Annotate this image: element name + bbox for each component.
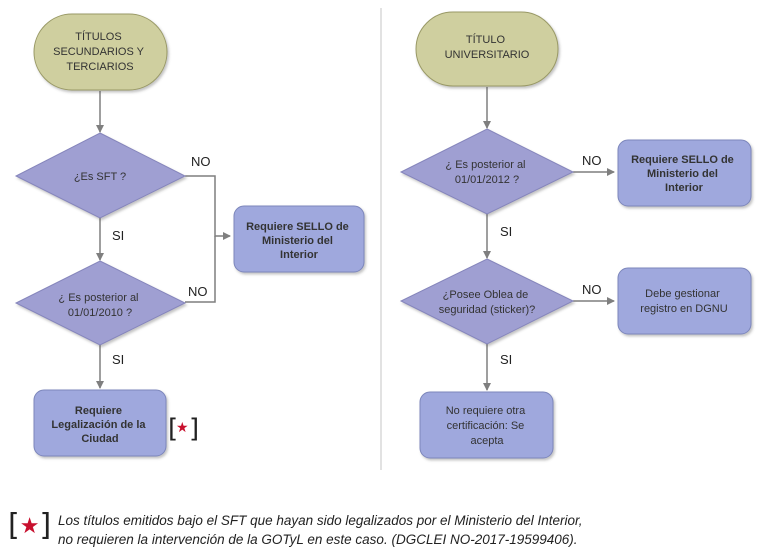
left-d1-no-label: NO: [191, 154, 211, 169]
right-result-accept-line2: certificación: Se: [447, 420, 525, 432]
star-icon: ★: [19, 514, 40, 539]
svg-text:¿Posee Oblea de seguridad: ¿Posee Oblea de seguridad (sticker)?: [439, 289, 536, 316]
svg-text:Debe gestionar registro en: Debe gestionar registro en DGNU: [640, 288, 727, 315]
right-result-dgnu-line2: registro en DGNU: [640, 303, 727, 315]
footnote-line2: no requieren la intervención de la GOTyL…: [58, 532, 578, 547]
left-result-city-line3: Ciudad: [81, 433, 118, 445]
right-result-accept: [419, 391, 554, 459]
left-decision-sft-text: ¿Es SFT ?: [74, 171, 126, 183]
footnote: [★] Los títulos emitidos bajo el SFT que…: [6, 505, 761, 553]
right-result-ministry: [617, 139, 752, 207]
left-result-ministry-line3: Interior: [280, 249, 319, 261]
footnote-line1: Los títulos emitidos bajo el SFT que hay…: [58, 513, 583, 528]
right-result-ministry-line1: Requiere SELLO de: [631, 154, 734, 166]
left-start-line3: TERCIARIOS: [66, 61, 133, 73]
right-result-ministry-line2: Ministerio del: [647, 168, 718, 180]
right-result-accept-line1: No requiere otra: [446, 405, 526, 417]
right-d1-no-label: NO: [582, 153, 602, 168]
footnote-text: Los títulos emitidos bajo el SFT que hay…: [58, 511, 758, 549]
right-decision-date-line1: ¿ Es posterior al: [445, 159, 525, 171]
right-decision-date: [399, 128, 575, 215]
right-decision-date-line2: 01/01/2012 ?: [455, 174, 519, 186]
right-result-dgnu-line1: Debe gestionar: [645, 288, 720, 300]
svg-text:¿ Es posterior al 01/01/20: ¿ Es posterior al 01/01/2012 ?: [445, 159, 528, 186]
right-d2-no-label: NO: [582, 282, 602, 297]
svg-text:¿Es SFT ?: ¿Es SFT ?: [74, 171, 126, 183]
right-decision-sticker-line1: ¿Posee Oblea de: [443, 289, 529, 301]
svg-text:No requiere otra certifica: No requiere otra certificación: Se acept…: [446, 405, 529, 447]
footnote-bracket-close: ]: [39, 508, 52, 543]
right-result-dgnu: [617, 267, 752, 335]
right-start-line2: UNIVERSITARIO: [445, 49, 530, 61]
left-decision-date: [14, 260, 187, 346]
left-result-ministry-line2: Ministerio del: [262, 235, 333, 247]
right-decision-sticker: [399, 258, 575, 345]
flowchart-canvas: TÍTULOS SECUNDARIOS Y TERCIARIOS ¿Es SFT…: [14, 8, 752, 470]
left-start-node: [33, 13, 168, 91]
svg-text:Requiere SELLO de Minister: Requiere SELLO de Ministerio del Interio…: [631, 154, 737, 194]
svg-text:Requiere Legalización de l: Requiere Legalización de la Ciudad: [51, 405, 148, 445]
footnote-bracket-open: [: [8, 508, 20, 543]
svg-text:Requiere SELLO de Minister: Requiere SELLO de Ministerio del Interio…: [246, 221, 352, 261]
left-decision-date-line1: ¿ Es posterior al: [58, 292, 138, 304]
right-result-accept-line3: acepta: [470, 435, 504, 447]
right-start-line1: TÍTULO: [466, 33, 506, 46]
svg-text:TÍTULO UNIVERSITARIO: TÍTULO UNIVERSITARIO: [445, 33, 530, 61]
left-d2-no-label: NO: [188, 284, 208, 299]
right-result-ministry-line3: Interior: [665, 182, 704, 194]
star-icon: ★: [176, 420, 189, 436]
left-result-ministry: [233, 205, 365, 273]
left-start-line2: SECUNDARIOS Y: [53, 46, 145, 58]
left-ref-bracket-open: [: [168, 414, 178, 444]
left-decision-date-line2: 01/01/2010 ?: [68, 307, 132, 319]
left-d2-yes-label: SI: [112, 352, 124, 367]
svg-text:TÍTULOS SECUNDARIOS Y: TÍTULOS SECUNDARIOS Y TERCIARIOS: [53, 30, 147, 73]
right-d2-yes-label: SI: [500, 352, 512, 367]
left-d1-yes-label: SI: [112, 228, 124, 243]
left-decision-sft: [14, 132, 187, 219]
footnote-marker: [★]: [8, 508, 51, 543]
right-d1-yes-label: SI: [500, 224, 512, 239]
left-start-line1: TÍTULOS: [75, 30, 121, 43]
right-start-node: [415, 11, 559, 87]
svg-text:¿ Es posterior al 01/01/20: ¿ Es posterior al 01/01/2010 ?: [58, 292, 141, 319]
left-result-city: [33, 389, 167, 457]
left-result-city-line1: Requiere: [75, 405, 122, 417]
left-ref-bracket-close: ]: [189, 414, 199, 444]
left-result-ministry-line1: Requiere SELLO de: [246, 221, 349, 233]
left-connectors: [96, 91, 231, 389]
left-result-city-line2: Legalización de la: [51, 419, 146, 431]
right-connectors: [483, 87, 615, 391]
right-decision-sticker-line2: seguridad (sticker)?: [439, 304, 536, 316]
